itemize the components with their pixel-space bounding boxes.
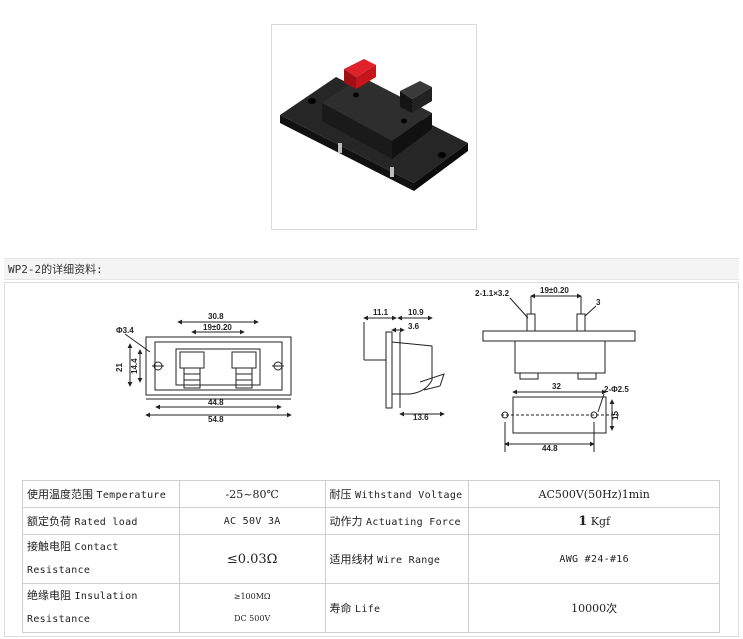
spec-label-cn: 额定负荷 bbox=[27, 515, 71, 528]
spec-label-en: Withstand Voltage bbox=[355, 490, 463, 501]
spec-value: 1 Kgf bbox=[468, 507, 720, 535]
spec-row: 接触电阻 Contact Resistance ≤0.03Ω 适用线材 Wire… bbox=[22, 534, 720, 584]
dim-side-d1: 11.1 bbox=[373, 308, 389, 317]
spec-value: AWG #24-#16 bbox=[468, 534, 720, 584]
dim-right-pin: 3 bbox=[596, 298, 601, 307]
spec-value: 10000次 bbox=[468, 583, 720, 633]
dim-side-d2: 10.9 bbox=[408, 308, 424, 317]
spec-label-en-2: Resistance bbox=[27, 565, 91, 576]
spec-row: 额定负荷 Rated load AC 50V 3A 动作力 Actuating … bbox=[22, 507, 720, 535]
dim-side-d4: 13.6 bbox=[413, 413, 429, 422]
dim-front-width-top: 30.8 bbox=[208, 312, 224, 321]
dim-right-body-w: 32 bbox=[552, 382, 561, 391]
spec-label-cn: 耐压 bbox=[329, 488, 352, 501]
dim-front-hole: Φ3.4 bbox=[116, 326, 134, 335]
dim-front-width-mid: 44.8 bbox=[208, 398, 224, 407]
spec-label: 接触电阻 Contact Resistance bbox=[22, 534, 180, 584]
dim-front-pitch: 19±0.20 bbox=[203, 323, 232, 332]
spec-label-en: Rated load bbox=[74, 517, 138, 528]
spec-label-cn: 使用温度范围 bbox=[27, 488, 93, 501]
spec-value: AC500V(50Hz)1min bbox=[468, 480, 720, 508]
spec-label-en: Life bbox=[355, 604, 381, 615]
spec-label-en: Temperature bbox=[96, 490, 167, 501]
dim-right-slot: 2-1.1×3.2 bbox=[475, 289, 510, 298]
dim-right-holes: 2-Φ2.5 bbox=[604, 385, 629, 394]
spec-label-en: Actuating Force bbox=[366, 517, 461, 528]
insulation-test: DC 500V bbox=[234, 614, 271, 623]
spec-value: -25~80℃ bbox=[178, 480, 326, 508]
insulation-value: ≥100MΩ bbox=[233, 592, 271, 601]
section-title: WP2-2的详细资料: bbox=[4, 258, 739, 280]
spec-label-en: Wire Range bbox=[377, 555, 441, 566]
spec-label-cn: 接触电阻 bbox=[27, 540, 71, 553]
technical-drawings: 30.8 19±0.20 Φ3.4 44.8 54.8 21 14.4 11.1… bbox=[115, 286, 636, 453]
spec-label: 使用温度范围 Temperature bbox=[22, 480, 180, 508]
top-right-view bbox=[482, 293, 636, 380]
spec-row: 使用温度范围 Temperature -25~80℃ 耐压 Withstand … bbox=[22, 480, 720, 508]
spec-label-cn: 绝缘电阻 bbox=[27, 589, 71, 602]
front-view bbox=[124, 319, 292, 418]
spec-label-cn: 动作力 bbox=[329, 515, 363, 528]
spec-value: ≤0.03Ω bbox=[178, 534, 326, 584]
drawing-panel bbox=[4, 282, 739, 637]
spec-label-en-2: Resistance bbox=[27, 614, 91, 625]
spec-label: 寿命 Life bbox=[324, 583, 470, 633]
side-view bbox=[363, 315, 445, 417]
spec-row: 绝缘电阻 Insulation Resistance ≥100MΩ DC 500… bbox=[22, 583, 720, 633]
spec-table: 使用温度范围 Temperature -25~80℃ 耐压 Withstand … bbox=[22, 480, 720, 633]
spec-value: ≥100MΩ DC 500V bbox=[178, 583, 326, 633]
speaker-terminal-image bbox=[280, 59, 468, 191]
dim-right-pitch: 19±0.20 bbox=[540, 286, 569, 295]
dim-front-height-b: 21 bbox=[115, 363, 124, 372]
spec-label: 适用线材 Wire Range bbox=[324, 534, 470, 584]
force-number: 1 bbox=[578, 513, 588, 529]
dim-right-body-h: 15 bbox=[611, 411, 620, 420]
dim-right-base-w: 44.8 bbox=[542, 444, 558, 453]
spec-label: 动作力 Actuating Force bbox=[324, 507, 470, 535]
dim-front-height-a: 14.4 bbox=[130, 358, 139, 374]
spec-label: 绝缘电阻 Insulation Resistance bbox=[22, 583, 180, 633]
spec-label-cn: 寿命 bbox=[329, 602, 352, 615]
dim-side-d3: 3.6 bbox=[408, 322, 420, 331]
dim-front-width-total: 54.8 bbox=[208, 415, 224, 424]
spec-label: 耐压 Withstand Voltage bbox=[324, 480, 470, 508]
bottom-right-view bbox=[501, 389, 620, 452]
spec-label: 额定负荷 Rated load bbox=[22, 507, 180, 535]
spec-label-cn: 适用线材 bbox=[329, 553, 374, 566]
spec-value: AC 50V 3A bbox=[178, 507, 326, 535]
spec-label-en: Insulation bbox=[74, 591, 138, 602]
force-unit: Kgf bbox=[590, 514, 611, 528]
product-photo bbox=[271, 24, 477, 230]
spec-label-en: Contact bbox=[74, 542, 119, 553]
